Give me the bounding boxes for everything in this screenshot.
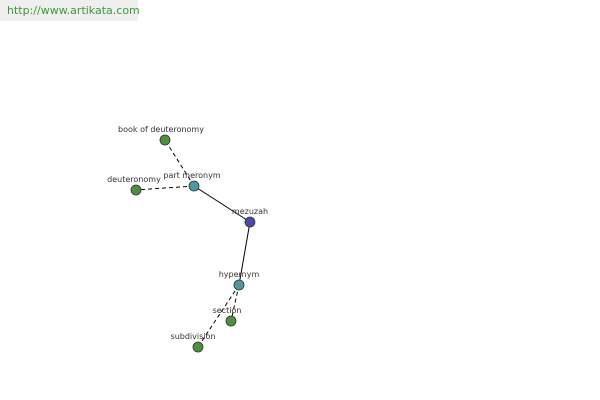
node-label-deuteronomy: deuteronomy: [107, 175, 161, 184]
edge-mezuzah-hypernym: [238, 221, 251, 286]
node-dot-deuteronomy[interactable]: [130, 184, 142, 196]
node-label-book-of-deuteronomy: book of deuteronomy: [118, 125, 204, 134]
node-part-meronym[interactable]: part meronym: [163, 171, 221, 192]
node-dot-part-meronym[interactable]: [188, 180, 200, 192]
node-label-subdivision: subdivision: [171, 332, 216, 341]
node-label-section: section: [213, 306, 242, 315]
node-label-mezuzah: mezuzah: [232, 207, 268, 216]
node-mezuzah[interactable]: mezuzah: [232, 207, 268, 228]
node-book-of-deuteronomy[interactable]: book of deuteronomy: [118, 125, 204, 146]
site-link[interactable]: http://www.artikata.com: [0, 0, 140, 21]
node-dot-subdivision[interactable]: [192, 341, 204, 353]
node-dot-hypernym[interactable]: [233, 279, 245, 291]
edge-part-meronym-deuteronomy: [135, 185, 195, 191]
node-hypernym[interactable]: hypernym: [219, 270, 260, 291]
graph-edges: [135, 139, 251, 348]
graph-nodes: mezuzah part meronym hypernym book of deute…: [107, 125, 268, 353]
node-label-part-meronym: part meronym: [163, 171, 220, 180]
edge-part-meronym-book-of-deuteronomy: [164, 139, 195, 187]
node-dot-book-of-deuteronomy[interactable]: [159, 134, 171, 146]
node-dot-mezuzah[interactable]: [244, 216, 256, 228]
edge-hypernym-subdivision: [197, 284, 240, 348]
edge-hypernym-section: [230, 284, 240, 322]
node-section[interactable]: section: [213, 306, 242, 327]
node-dot-section[interactable]: [225, 315, 237, 327]
node-subdivision[interactable]: subdivision: [171, 332, 216, 353]
node-label-hypernym: hypernym: [219, 270, 260, 279]
edge-mezuzah-part-meronym: [193, 185, 251, 223]
node-deuteronomy[interactable]: deuteronomy: [107, 175, 161, 196]
